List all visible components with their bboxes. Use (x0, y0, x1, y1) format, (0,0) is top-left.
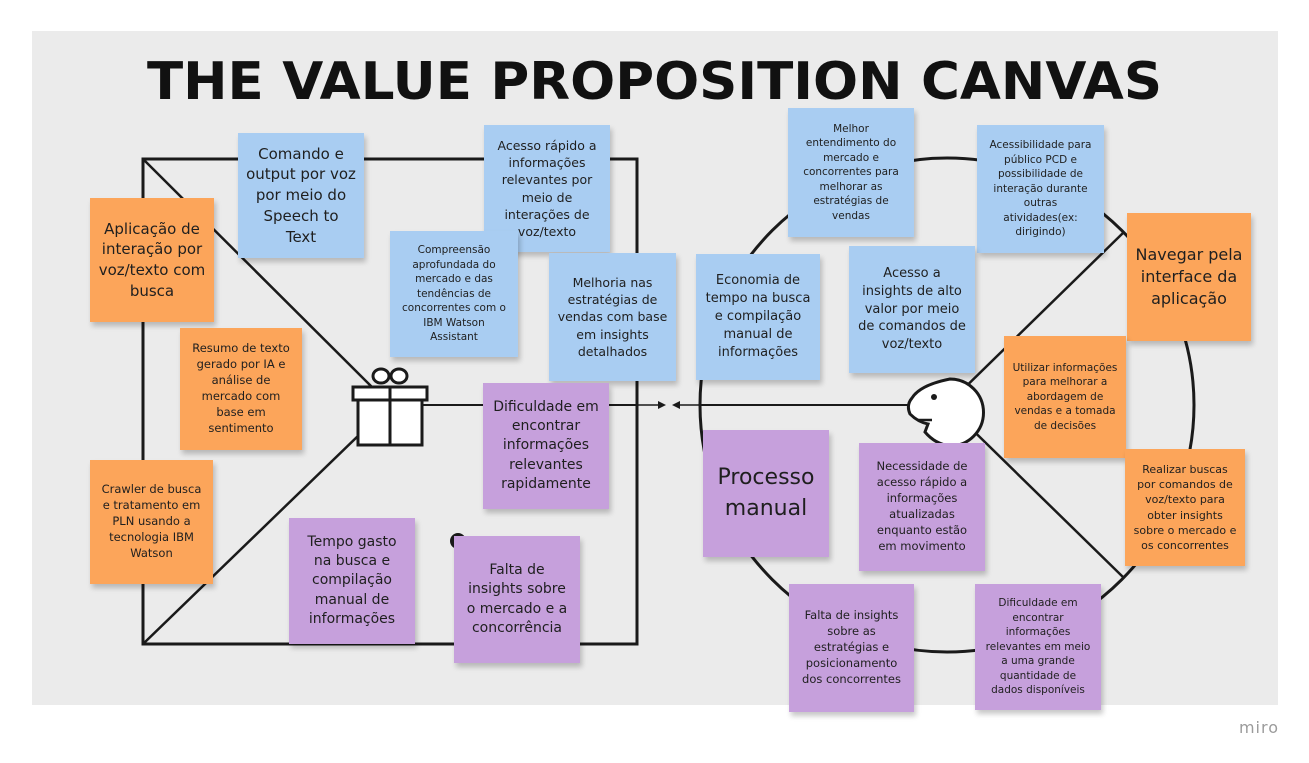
note-compreensao[interactable]: Compreensão aprofundada do mercado e das… (390, 231, 518, 357)
note-dificuldade-left[interactable]: Dificuldade em encontrar informações rel… (483, 383, 609, 509)
note-resumo-texto[interactable]: Resumo de texto gerado por IA e análise … (180, 328, 302, 450)
miro-logo: miro (1238, 718, 1279, 737)
note-navegar[interactable]: Navegar pela interface da aplicação (1127, 213, 1251, 341)
note-melhor-entendimento[interactable]: Melhor entendimento do mercado e concorr… (788, 108, 914, 237)
note-processo-manual[interactable]: Processo manual (703, 430, 829, 557)
page-title: THE VALUE PROPOSITION CANVAS (146, 52, 1163, 112)
face-icon (906, 377, 985, 448)
note-comando-voz[interactable]: Comando e output por voz por meio do Spe… (238, 133, 364, 258)
note-falta-insights-left[interactable]: Falta de insights sobre o mercado e a co… (454, 536, 580, 663)
note-realizar-buscas[interactable]: Realizar buscas por comandos de voz/text… (1125, 449, 1245, 566)
note-crawler[interactable]: Crawler de busca e tratamento em PLN usa… (90, 460, 213, 584)
value-map-diagonal-bottom (142, 404, 391, 645)
arrow-left-icon (672, 401, 680, 409)
note-tempo-gasto[interactable]: Tempo gasto na busca e compilação manual… (289, 518, 415, 644)
value-map-square (141, 157, 639, 646)
note-acessibilidade[interactable]: Acessibilidade para público PCD e possib… (977, 125, 1104, 253)
note-necessidade[interactable]: Necessidade de acesso rápido a informaçõ… (859, 443, 985, 571)
arrow-right-icon (658, 401, 666, 409)
note-melhoria-estrategias[interactable]: Melhoria nas estratégias de vendas com b… (549, 253, 676, 381)
note-utilizar-info[interactable]: Utilizar informações para melhorar a abo… (1004, 336, 1126, 458)
note-aplicacao-interacao[interactable]: Aplicação de interação por voz/texto com… (90, 198, 214, 322)
note-dificuldade-right[interactable]: Dificuldade em encontrar informações rel… (975, 584, 1101, 710)
note-falta-insights-right[interactable]: Falta de insights sobre as estratégias e… (789, 584, 914, 712)
note-acesso-rapido[interactable]: Acesso rápido a informações relevantes p… (484, 125, 610, 252)
gift-icon (351, 367, 429, 447)
note-acesso-insights[interactable]: Acesso a insights de alto valor por meio… (849, 246, 975, 373)
customer-profile-line-top (946, 231, 1125, 406)
note-economia-tempo[interactable]: Economia de tempo na busca e compilação … (696, 254, 820, 380)
